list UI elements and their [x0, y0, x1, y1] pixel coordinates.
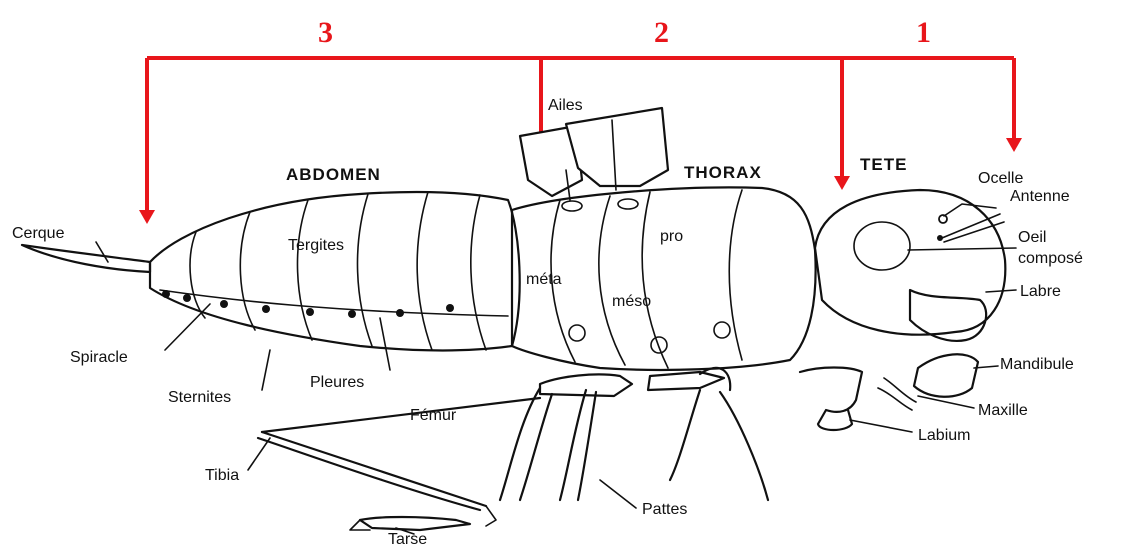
label-spiracle: Spiracle — [70, 349, 128, 366]
label-tergites: Tergites — [288, 237, 344, 254]
label-oeil-line2: composé — [1018, 250, 1083, 267]
label-labium: Labium — [918, 427, 970, 444]
abdomen-outline — [150, 192, 520, 351]
label-maxille: Maxille — [978, 402, 1028, 419]
segment-number-1: 1 — [916, 16, 931, 49]
label-meso: méso — [612, 293, 651, 310]
front-legs — [648, 368, 768, 500]
label-meta: méta — [526, 271, 562, 288]
label-femur: Fémur — [410, 407, 457, 424]
abdomen-segments — [160, 192, 508, 350]
region-title-abdomen: ABDOMEN — [286, 165, 381, 184]
label-labre: Labre — [1020, 283, 1061, 300]
leader-lines — [96, 204, 1016, 534]
label-sternites: Sternites — [168, 389, 231, 406]
label-pattes: Pattes — [642, 501, 687, 518]
wing-base-2 — [618, 199, 638, 209]
insect-illustration — [22, 108, 1005, 530]
wing-base-1 — [562, 201, 582, 211]
label-pleures: Pleures — [310, 374, 364, 391]
region-title-tete: TETE — [860, 155, 907, 174]
compound-eye-shape — [854, 222, 910, 270]
label-pro: pro — [660, 228, 683, 245]
maxille-shape — [878, 378, 916, 410]
mandibule-shape — [914, 354, 978, 396]
region-title-thorax: THORAX — [684, 163, 762, 182]
label-tarse: Tarse — [388, 531, 427, 548]
label-cerque: Cerque — [12, 225, 65, 242]
label-tibia: Tibia — [205, 467, 239, 484]
coxa-meta — [569, 325, 585, 341]
label-antenne: Antenne — [1010, 188, 1070, 205]
coxa-pro — [714, 322, 730, 338]
segment-number-2: 2 — [654, 16, 669, 49]
segment-number-3: 3 — [318, 16, 333, 49]
hind-leg — [258, 374, 632, 530]
label-mandibule: Mandibule — [1000, 356, 1074, 373]
label-ailes: Ailes — [548, 97, 583, 114]
ocelle-shape — [939, 215, 947, 223]
cerque-shape — [22, 245, 150, 272]
label-oeil-line1: Oeil — [1018, 229, 1046, 246]
label-ocelle: Ocelle — [978, 170, 1023, 187]
